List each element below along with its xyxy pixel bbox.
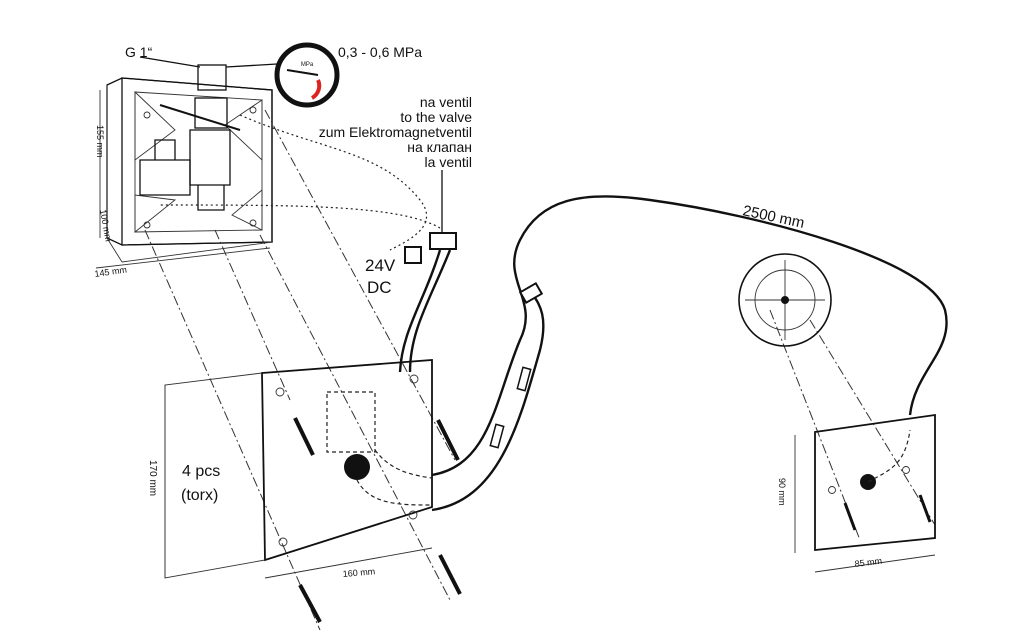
gauge-leader bbox=[225, 63, 278, 68]
cable-sleeve-icon bbox=[516, 366, 532, 392]
cable bbox=[398, 249, 442, 373]
plate-height-label: 170 mm bbox=[147, 460, 158, 496]
screw-icon bbox=[293, 417, 462, 623]
screws-count-label: 4 pcs bbox=[182, 463, 220, 480]
small-plate-width-label: 85 mm bbox=[854, 556, 883, 569]
small-plate-height-label: 90 mm bbox=[777, 478, 787, 506]
current-type-label: DC bbox=[367, 278, 392, 297]
cable-length-label: 2500 mm bbox=[741, 202, 806, 232]
cover-plate bbox=[164, 359, 433, 579]
cable bbox=[431, 289, 545, 512]
wiring-path bbox=[239, 114, 428, 251]
small-cover-plate bbox=[794, 413, 936, 573]
cable-connector-icon bbox=[518, 281, 544, 305]
box-height-label: 155 mm bbox=[95, 125, 105, 158]
junction-box bbox=[738, 253, 832, 347]
gauge-unit: MPa bbox=[301, 62, 314, 68]
pressure-gauge-icon: MPa bbox=[274, 42, 340, 108]
connector-icon bbox=[404, 232, 457, 264]
valve-label: на клапан bbox=[407, 139, 472, 155]
plate-width-label: 160 mm bbox=[342, 566, 375, 579]
screws-type-label: (torx) bbox=[181, 487, 218, 504]
projection-lines bbox=[144, 109, 936, 631]
valve-label: zum Elektromagnetventil bbox=[319, 124, 472, 140]
thread-leader bbox=[139, 56, 201, 68]
box-width-label: 145 mm bbox=[94, 265, 128, 279]
cable bbox=[408, 249, 452, 373]
valve-label: to the valve bbox=[400, 109, 472, 125]
voltage-label: 24V bbox=[365, 256, 396, 275]
cable-2500mm bbox=[431, 195, 948, 477]
thread-label: G 1“ bbox=[125, 44, 153, 60]
valve-label: la ventil bbox=[425, 154, 472, 170]
pressure-label: 0,3 - 0,6 MPa bbox=[338, 44, 422, 60]
flush-box bbox=[95, 64, 273, 269]
cable-sleeve-icon bbox=[489, 423, 505, 449]
wiring-path bbox=[159, 204, 441, 229]
valve-label: na ventil bbox=[420, 94, 472, 110]
sensor-window bbox=[344, 454, 370, 480]
